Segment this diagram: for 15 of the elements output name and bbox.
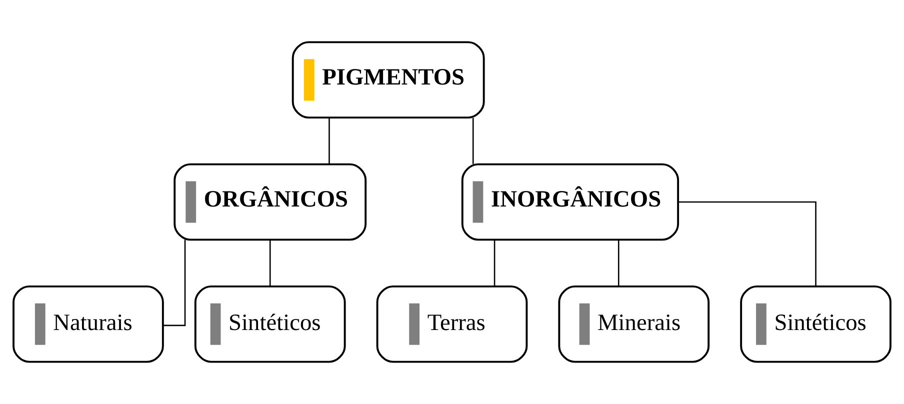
connector <box>678 201 816 286</box>
node-box: ORGÂNICOS <box>174 163 367 241</box>
connector <box>328 118 330 164</box>
node-box: INORGÂNICOS <box>461 163 680 241</box>
connector <box>472 118 474 164</box>
node-box: PIGMENTOS <box>292 41 485 119</box>
node-box: Sintéticos <box>194 285 346 363</box>
node-box: Terras <box>376 285 528 363</box>
node-box: Naturais <box>12 285 164 363</box>
connector <box>163 240 186 326</box>
connector <box>269 240 271 286</box>
connector <box>618 240 620 286</box>
connector <box>494 240 496 286</box>
node-box: Sintéticos <box>740 285 892 363</box>
node-box: Minerais <box>558 285 710 363</box>
